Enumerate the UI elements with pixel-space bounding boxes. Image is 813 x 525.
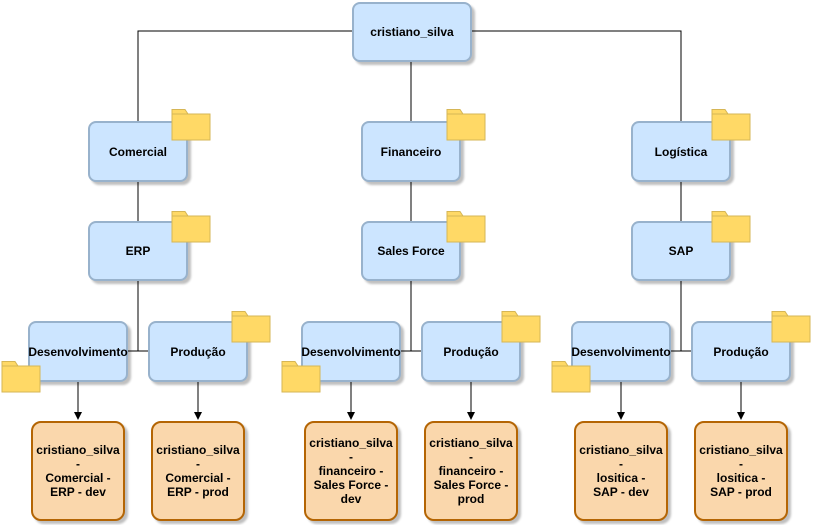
- env-label-financeiro-prod: Produção: [443, 344, 499, 359]
- connector-erp-envs: [128, 281, 149, 352]
- project-label-comercial-prod: cristiano_silva - Comercial - ERP - prod: [156, 443, 240, 499]
- project-label-comercial-dev: cristiano_silva - Comercial - ERP - dev: [36, 443, 120, 499]
- folder-icon: [231, 311, 271, 343]
- project-node-financeiro-prod[interactable]: cristiano_silva - financeiro - Sales For…: [424, 421, 518, 521]
- project-label-logistica-prod: cristiano_silva - lositica - SAP - prod: [699, 443, 783, 499]
- root-label: cristiano_silva: [370, 25, 454, 39]
- env-node-logistica-prod[interactable]: Produção: [691, 321, 791, 382]
- project-node-logistica-prod[interactable]: cristiano_silva - lositica - SAP - prod: [694, 421, 788, 521]
- connector-salesforce-envs: [401, 281, 421, 352]
- folder-icon: [771, 311, 811, 343]
- system-label-erp: ERP: [125, 244, 151, 258]
- system-node-salesforce[interactable]: Sales Force: [361, 221, 461, 281]
- project-node-financeiro-dev[interactable]: cristiano_silva - financeiro - Sales For…: [304, 421, 398, 521]
- area-node-financeiro[interactable]: Financeiro: [361, 121, 461, 182]
- env-label-logistica-dev: Desenvolvimento: [571, 344, 671, 359]
- env-label-comercial-dev: Desenvolvimento: [28, 344, 128, 359]
- env-label-logistica-prod: Produção: [713, 344, 769, 359]
- folder-icon: [1, 361, 41, 393]
- folder-icon: [446, 109, 486, 141]
- area-label-financeiro: Financeiro: [380, 144, 442, 159]
- connector-root-comercial: [137, 30, 352, 121]
- area-label-comercial: Comercial: [108, 144, 168, 159]
- env-label-comercial-prod: Produção: [170, 344, 226, 359]
- project-label-financeiro-prod: cristiano_silva - financeiro - Sales For…: [429, 436, 513, 506]
- connector-sap-envs: [671, 281, 692, 352]
- project-node-comercial-prod[interactable]: cristiano_silva - Comercial - ERP - prod: [151, 421, 245, 521]
- area-node-comercial[interactable]: Comercial: [88, 121, 188, 182]
- folder-icon: [711, 109, 751, 141]
- project-label-financeiro-dev: cristiano_silva - financeiro - Sales For…: [309, 436, 393, 506]
- folder-icon: [171, 211, 211, 243]
- folder-icon: [171, 109, 211, 141]
- project-node-comercial-dev[interactable]: cristiano_silva - Comercial - ERP - dev: [31, 421, 125, 521]
- root-node[interactable]: cristiano_silva: [352, 2, 472, 62]
- folder-icon: [501, 311, 541, 343]
- folder-icon: [446, 211, 486, 243]
- project-label-logistica-dev: cristiano_silva - lositica - SAP - dev: [579, 443, 663, 499]
- env-node-comercial-dev[interactable]: Desenvolvimento: [28, 321, 128, 382]
- system-node-erp[interactable]: ERP: [88, 221, 188, 281]
- system-label-sap: SAP: [668, 244, 694, 258]
- env-node-comercial-prod[interactable]: Produção: [148, 321, 248, 382]
- env-label-financeiro-dev: Desenvolvimento: [301, 344, 401, 359]
- folder-icon: [711, 211, 751, 243]
- folder-icon: [551, 361, 591, 393]
- system-label-salesforce: Sales Force: [377, 244, 445, 258]
- system-node-sap[interactable]: SAP: [631, 221, 731, 281]
- area-label-logistica: Logística: [654, 144, 708, 159]
- connector-root-logistica: [472, 30, 682, 121]
- folder-icon: [281, 361, 321, 393]
- project-node-logistica-dev[interactable]: cristiano_silva - lositica - SAP - dev: [574, 421, 668, 521]
